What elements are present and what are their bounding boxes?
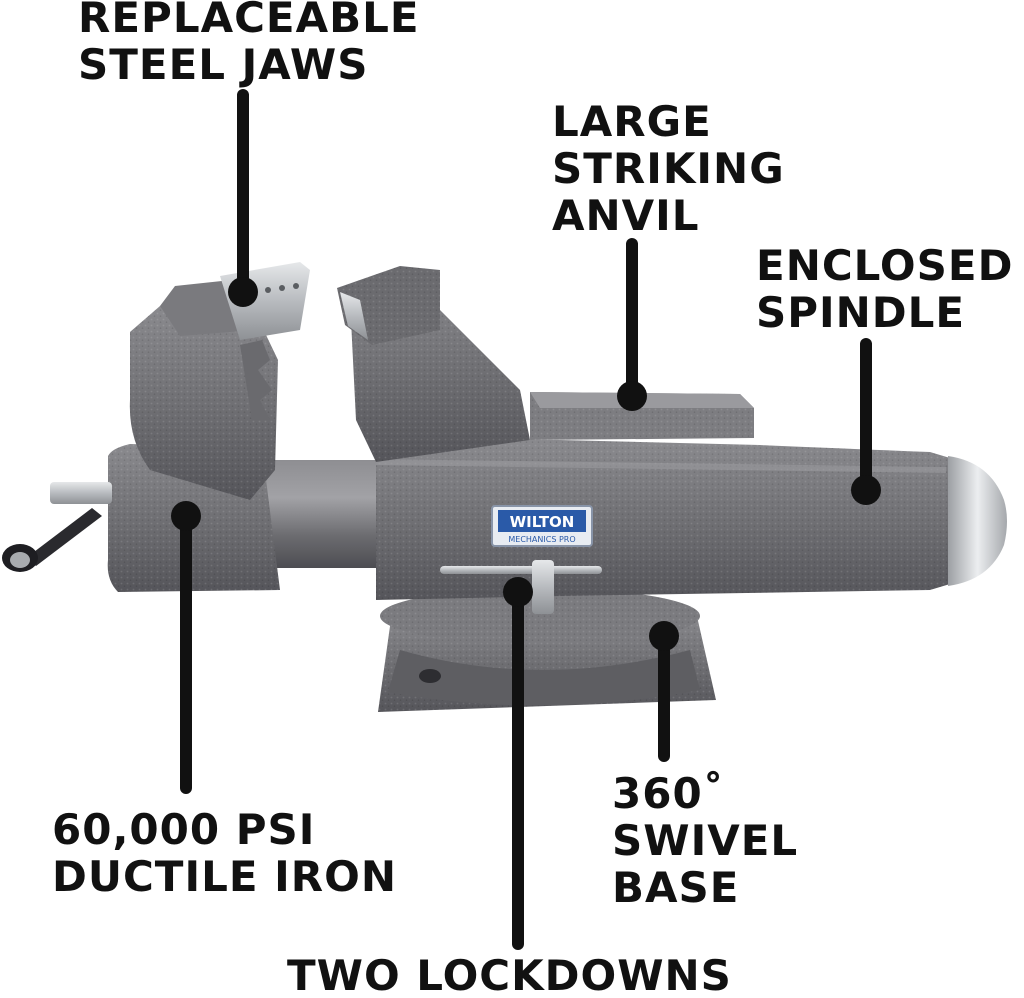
callout-line: TWO LOCKDOWNS: [287, 951, 732, 998]
callout-line: 360˚: [612, 769, 725, 818]
callout-line: SPINDLE: [756, 288, 966, 337]
callout-line: BASE: [612, 863, 740, 912]
callout-line: STEEL JAWS: [78, 40, 369, 89]
badge-model-text: MECHANICS PRO: [508, 535, 575, 544]
leader-dots: [171, 277, 881, 651]
callout-line: REPLACEABLE: [78, 0, 420, 42]
callout-ductile-iron: 60,000 PSI DUCTILE IRON: [52, 806, 397, 900]
badge-brand-text: WILTON: [510, 513, 575, 531]
callout-large-striking-anvil: LARGE STRIKING ANVIL: [552, 98, 785, 239]
jaw-serrations: [265, 283, 299, 293]
callout-replaceable-steel-jaws: REPLACEABLE STEEL JAWS: [78, 0, 420, 88]
callout-line: ENCLOSED: [756, 241, 1014, 290]
brand-badge: WILTON MECHANICS PRO: [491, 505, 593, 547]
callout-line: LARGE: [552, 97, 712, 146]
callout-line: ANVIL: [552, 191, 700, 240]
rear-steel-jaw: [340, 292, 368, 340]
callout-line: SWIVEL: [612, 816, 799, 865]
callout-two-lockdowns: TWO LOCKDOWNS: [287, 952, 732, 998]
bolt-hole-icon: [419, 669, 441, 683]
callout-enclosed-spindle: ENCLOSED SPINDLE: [756, 242, 1013, 336]
vise-handle: [2, 482, 112, 572]
lockdown-handle: [440, 560, 602, 614]
callout-line: 60,000 PSI: [52, 805, 316, 854]
callout-line: STRIKING: [552, 144, 785, 193]
spindle-end-cap: [948, 456, 1007, 586]
swivel-base: [378, 588, 716, 712]
callout-swivel-base: 360˚ SWIVEL BASE: [612, 770, 798, 911]
callout-line: DUCTILE IRON: [52, 852, 397, 901]
vise-main-body: [260, 266, 1007, 600]
